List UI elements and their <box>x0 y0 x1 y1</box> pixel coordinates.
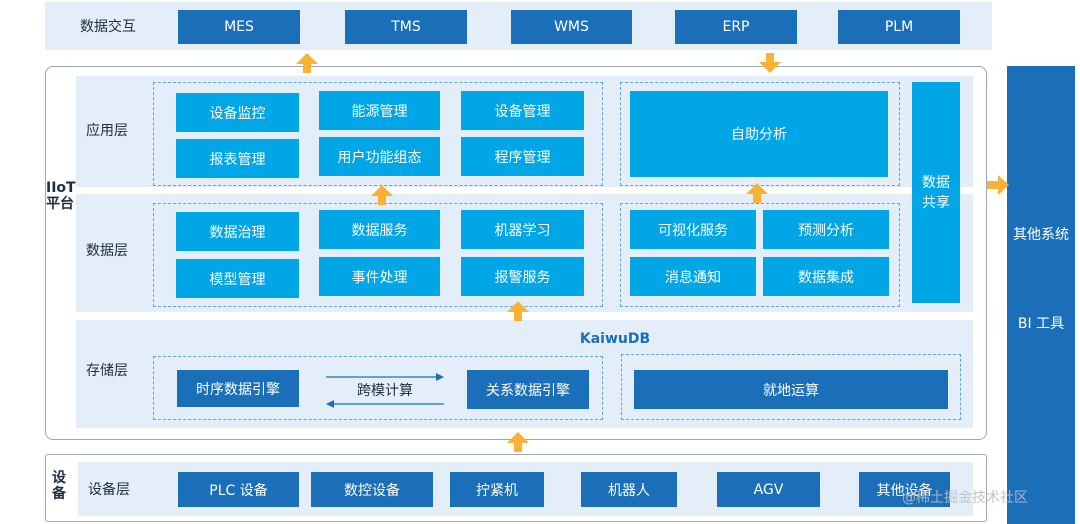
app-item-report-mgmt[interactable]: 报表管理 <box>176 139 299 178</box>
device-item-cnc[interactable]: 数控设备 <box>311 472 433 507</box>
bi-tools-label[interactable]: BI 工具 <box>1017 316 1065 332</box>
arrow-up-icon <box>506 300 530 322</box>
data-right-group <box>620 203 900 307</box>
data-item-alarm[interactable]: 报警服务 <box>461 257 584 296</box>
device-item-plc[interactable]: PLC 设备 <box>178 472 299 507</box>
app-item-device-mgmt[interactable]: 设备管理 <box>461 91 584 130</box>
data-item-prediction[interactable]: 预测分析 <box>763 210 889 249</box>
data-item-service[interactable]: 数据服务 <box>319 210 440 249</box>
arrow-up-icon <box>506 431 530 453</box>
device-item-agv[interactable]: AGV <box>717 472 820 507</box>
iiot-platform-label: IIoT 平台 <box>46 180 76 212</box>
self-analysis-box[interactable]: 自助分析 <box>630 91 888 177</box>
storage-layer-label: 存储层 <box>86 363 128 379</box>
edge-compute-group <box>621 354 961 420</box>
device-item-other[interactable]: 其他设备 <box>859 472 950 507</box>
data-layer-label: 数据层 <box>86 243 128 259</box>
watermark-text: @稀土掘金技术社区 <box>902 490 1028 506</box>
app-layer-label: 应用层 <box>86 123 128 139</box>
exchange-item-tms[interactable]: TMS <box>345 10 467 44</box>
exchange-item-erp[interactable]: ERP <box>675 10 797 44</box>
device-frame <box>45 454 987 522</box>
device-item-robot[interactable]: 机器人 <box>581 472 677 507</box>
arrow-up-icon <box>295 52 319 74</box>
app-item-user-config[interactable]: 用户功能组态 <box>319 137 440 176</box>
exchange-item-wms[interactable]: WMS <box>511 10 632 44</box>
rdb-engine-box[interactable]: 关系数据引擎 <box>467 370 589 409</box>
edge-compute-box[interactable]: 就地运算 <box>634 370 948 409</box>
arrow-right-icon <box>986 174 1010 196</box>
data-item-visualization[interactable]: 可视化服务 <box>630 210 756 249</box>
data-exchange-label: 数据交互 <box>80 19 136 35</box>
data-item-ml[interactable]: 机器学习 <box>461 210 584 249</box>
other-systems-label[interactable]: 其他系统 <box>1013 227 1069 243</box>
data-item-governance[interactable]: 数据治理 <box>176 212 299 251</box>
data-item-model-mgmt[interactable]: 模型管理 <box>176 259 299 298</box>
device-layer-label: 设备层 <box>88 482 130 498</box>
storage-engine-group <box>153 356 603 420</box>
device-item-tightening[interactable]: 拧紧机 <box>450 472 544 507</box>
cross-model-arrows <box>326 373 444 408</box>
data-share-box[interactable]: 数据 共享 <box>912 82 960 303</box>
arrow-up-icon <box>745 182 769 204</box>
tsdb-engine-box[interactable]: 时序数据引擎 <box>177 370 299 407</box>
exchange-item-mes[interactable]: MES <box>178 10 300 44</box>
kaiwudb-title: KaiwuDB <box>579 331 651 347</box>
other-systems-column <box>1007 66 1075 524</box>
data-item-event[interactable]: 事件处理 <box>319 257 440 296</box>
exchange-item-plm[interactable]: PLM <box>838 10 960 44</box>
data-item-integration[interactable]: 数据集成 <box>763 257 889 296</box>
arrow-down-icon <box>758 52 782 74</box>
cross-model-label: 跨模计算 <box>357 383 413 399</box>
arrow-up-icon <box>370 184 394 206</box>
app-layer-group <box>153 82 603 186</box>
self-analysis-group <box>620 82 900 186</box>
data-item-notify[interactable]: 消息通知 <box>630 257 756 296</box>
app-item-program-mgmt[interactable]: 程序管理 <box>461 137 584 176</box>
device-side-label: 设 备 <box>52 470 66 502</box>
app-item-energy-mgmt[interactable]: 能源管理 <box>319 91 440 130</box>
app-item-device-monitor[interactable]: 设备监控 <box>176 93 299 132</box>
